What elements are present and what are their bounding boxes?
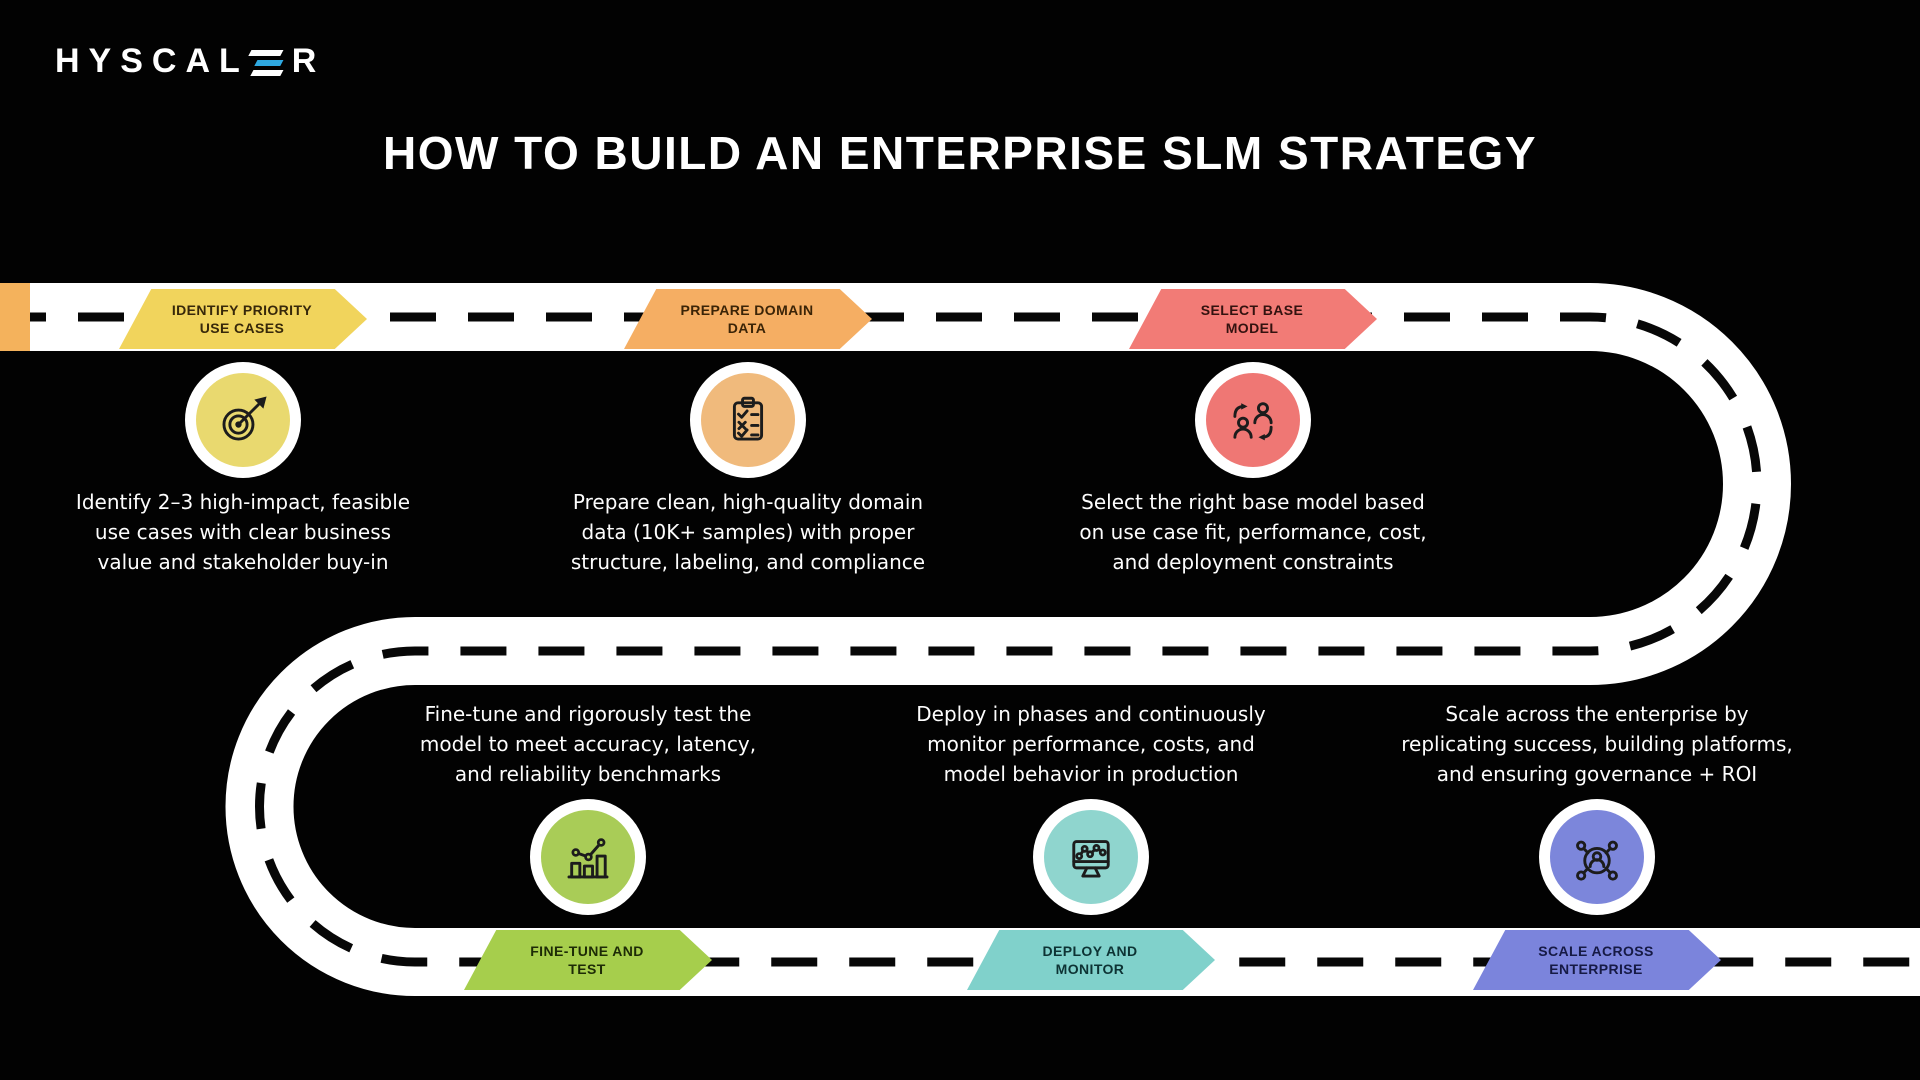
desc-line: Select the right base model based xyxy=(1081,490,1425,514)
step6-icon-badge xyxy=(1539,799,1655,915)
desc-line: on use case fit, performance, cost, xyxy=(1079,520,1427,544)
banner-label-line: TEST xyxy=(568,961,606,977)
step3-description: Select the right base model based on use… xyxy=(1079,487,1426,577)
hyscaler-logo: HYSCAL R xyxy=(55,42,325,81)
desc-line: use cases with clear business xyxy=(94,520,392,544)
logo-e-bar-top xyxy=(248,49,284,56)
desc-line: model to meet accuracy, latency, xyxy=(419,732,757,756)
desc-line: and ensuring governance + ROI xyxy=(1436,762,1758,786)
target-icon xyxy=(222,396,267,441)
step6-description: Scale across the enterprise by replicati… xyxy=(1401,699,1792,789)
logo-text-left: HYSCAL xyxy=(55,42,249,80)
banner-fine-tune-and-test: FINE-TUNE AND TEST xyxy=(464,930,712,990)
banner-label-line: USE CASES xyxy=(199,320,285,336)
desc-line: structure, labeling, and compliance xyxy=(570,550,926,574)
banner-identify-priority-use-cases: IDENTIFY PRIORITY USE CASES xyxy=(119,289,367,349)
banner-label-line: SELECT BASE xyxy=(1200,301,1304,318)
step2-description: Prepare clean, high-quality domain data … xyxy=(571,487,925,577)
banner-label-line: ENTERPRISE xyxy=(1549,961,1643,977)
step2-icon-badge xyxy=(690,362,806,478)
desc-line: Identify 2–3 high-impact, feasible xyxy=(75,490,411,514)
page-title: HOW TO BUILD AN ENTERPRISE SLM STRATEGY xyxy=(382,127,1537,179)
monitor-chart-icon xyxy=(1072,840,1110,878)
desc-line: data (10K+ samples) with proper xyxy=(581,520,915,544)
desc-line: replicating success, building platforms, xyxy=(1401,732,1793,756)
step4-description: Fine-tune and rigorously test the model … xyxy=(420,699,756,789)
desc-line: Deploy in phases and continuously xyxy=(916,702,1266,726)
clipboard-checklist-icon xyxy=(732,396,764,441)
banner-label-line: MONITOR xyxy=(1055,961,1125,977)
banner-label-line: DEPLOY AND xyxy=(1042,942,1138,959)
people-swap-icon xyxy=(1233,402,1273,441)
banner-prepare-domain-data: PREPARE DOMAIN DATA xyxy=(624,289,872,349)
network-person-icon xyxy=(1576,840,1618,881)
desc-line: Scale across the enterprise by xyxy=(1445,702,1749,726)
desc-line: monitor performance, costs, and xyxy=(927,732,1255,756)
desc-line: model behavior in production xyxy=(943,762,1239,786)
step5-description: Deploy in phases and continuously monito… xyxy=(916,699,1265,789)
logo-text-right: R xyxy=(291,42,326,80)
step5-icon-badge xyxy=(1033,799,1149,915)
step3-icon-badge xyxy=(1195,362,1311,478)
logo-e-bar-bottom xyxy=(250,69,284,76)
banner-select-base-model: SELECT BASE MODEL xyxy=(1129,289,1377,349)
logo-e-bar-middle xyxy=(254,59,284,66)
desc-line: and deployment constraints xyxy=(1112,550,1394,574)
banner-label-line: IDENTIFY PRIORITY xyxy=(171,301,313,318)
desc-line: value and stakeholder buy-in xyxy=(97,550,389,574)
banner-label-line: MODEL xyxy=(1225,320,1279,336)
banner-scale-across-enterprise: SCALE ACROSS ENTERPRISE xyxy=(1473,930,1721,990)
desc-line: Prepare clean, high-quality domain xyxy=(572,490,924,514)
desc-line: and reliability benchmarks xyxy=(454,762,722,786)
banner-label-line: FINE-TUNE AND xyxy=(530,942,644,959)
desc-line: Fine-tune and rigorously test the xyxy=(424,702,752,726)
banner-label-line: DATA xyxy=(727,320,767,336)
logo-e-icon xyxy=(248,49,284,76)
road-center-dashes xyxy=(0,312,1920,967)
step4-icon-badge xyxy=(530,799,646,915)
road-start-marker xyxy=(0,283,30,351)
banner-deploy-and-monitor: DEPLOY AND MONITOR xyxy=(967,930,1215,990)
step1-icon-badge xyxy=(185,362,301,478)
banner-label-line: SCALE ACROSS xyxy=(1538,942,1654,959)
banner-label-line: PREPARE DOMAIN xyxy=(680,301,814,318)
step1-description: Identify 2–3 high-impact, feasible use c… xyxy=(76,487,410,577)
growth-chart-icon xyxy=(567,838,609,879)
